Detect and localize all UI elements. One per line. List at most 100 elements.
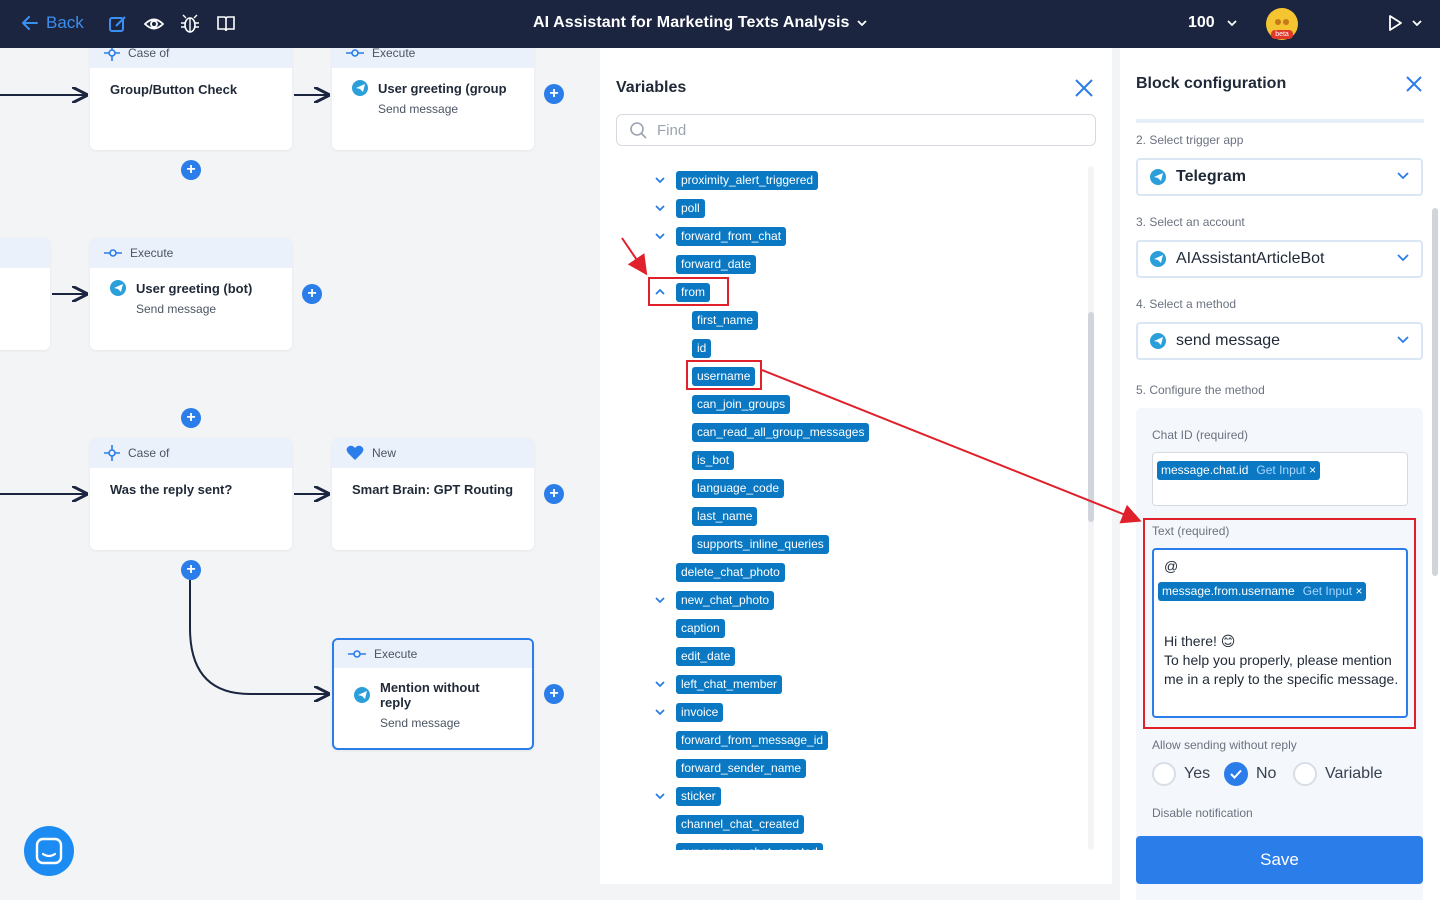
chevron-up-icon[interactable] bbox=[654, 286, 666, 298]
add-step-button[interactable]: + bbox=[544, 484, 564, 504]
chevron-down-icon[interactable] bbox=[654, 594, 666, 606]
variable-tag[interactable]: delete_chat_photo bbox=[676, 562, 785, 582]
trigger-app-select[interactable]: Telegram bbox=[1136, 158, 1423, 196]
scrollbar[interactable] bbox=[1088, 312, 1094, 522]
variable-item[interactable]: forward_from_chat bbox=[676, 226, 787, 246]
variable-item[interactable]: invoice bbox=[676, 702, 724, 722]
variable-tag[interactable]: poll bbox=[676, 198, 705, 218]
chevron-down-icon[interactable] bbox=[654, 174, 666, 186]
variable-item[interactable]: delete_chat_photo bbox=[676, 562, 785, 582]
workflow-title[interactable]: AI Assistant for Marketing Texts Analysi… bbox=[533, 14, 868, 32]
chip-action[interactable]: Get Input bbox=[1302, 584, 1353, 598]
variable-tag[interactable]: channel_chat_created bbox=[676, 814, 805, 834]
variable-item[interactable]: edit_date bbox=[676, 646, 736, 666]
chevron-down-icon[interactable] bbox=[654, 790, 666, 802]
variable-item[interactable]: id bbox=[692, 338, 712, 358]
radio-variable[interactable]: Variable bbox=[1293, 762, 1383, 786]
variable-item[interactable]: poll bbox=[676, 198, 705, 218]
radio-no[interactable]: No bbox=[1224, 762, 1276, 786]
variable-item[interactable]: caption bbox=[676, 618, 725, 638]
scrollbar[interactable] bbox=[1432, 208, 1438, 576]
variable-item[interactable]: supergroup_chat_created bbox=[676, 842, 823, 850]
variable-tag[interactable]: from bbox=[676, 282, 710, 302]
variable-tag[interactable]: caption bbox=[676, 618, 725, 638]
variable-tag[interactable]: is_bot bbox=[692, 450, 735, 470]
chevron-down-icon[interactable] bbox=[654, 202, 666, 214]
variable-item[interactable]: forward_sender_name bbox=[676, 758, 807, 778]
variable-tag[interactable]: can_read_all_group_messages bbox=[692, 422, 870, 442]
variable-tag[interactable]: language_code bbox=[692, 478, 785, 498]
variable-item[interactable]: first_name bbox=[692, 310, 759, 330]
variable-item[interactable]: from bbox=[676, 282, 710, 302]
workflow-node[interactable]: Case of Was the reply sent? bbox=[90, 438, 292, 550]
variable-tag[interactable]: username bbox=[692, 366, 756, 386]
variable-tag[interactable]: sticker bbox=[676, 786, 721, 806]
variable-item[interactable]: last_name bbox=[692, 506, 758, 526]
variable-tag[interactable]: can_join_groups bbox=[692, 394, 791, 414]
variables-search[interactable] bbox=[616, 114, 1096, 146]
variable-item[interactable]: left_chat_member bbox=[676, 674, 783, 694]
save-button[interactable]: Save bbox=[1136, 836, 1423, 884]
remove-icon[interactable]: × bbox=[1355, 584, 1363, 598]
variable-item[interactable]: new_chat_photo bbox=[676, 590, 775, 610]
variable-tag[interactable]: forward_sender_name bbox=[676, 758, 807, 778]
variable-tag[interactable]: first_name bbox=[692, 310, 759, 330]
account-select[interactable]: AIAssistantArticleBot bbox=[1136, 240, 1423, 278]
variable-item[interactable]: sticker bbox=[676, 786, 721, 806]
variable-tag[interactable]: id bbox=[692, 338, 712, 358]
variable-item[interactable]: username bbox=[692, 366, 756, 386]
zoom-select[interactable]: 100 bbox=[1188, 14, 1237, 32]
variable-tag[interactable]: invoice bbox=[676, 702, 724, 722]
book-icon[interactable] bbox=[216, 14, 236, 34]
chevron-down-icon[interactable] bbox=[654, 706, 666, 718]
variable-tag[interactable]: forward_from_chat bbox=[676, 226, 787, 246]
run-button[interactable] bbox=[1388, 15, 1422, 31]
bug-icon[interactable] bbox=[180, 14, 200, 34]
variable-tag[interactable]: proximity_alert_triggered bbox=[676, 170, 819, 190]
variable-tag[interactable]: edit_date bbox=[676, 646, 736, 666]
chevron-down-icon[interactable] bbox=[654, 230, 666, 242]
variable-item[interactable]: can_join_groups bbox=[692, 394, 791, 414]
edit-icon[interactable] bbox=[108, 14, 128, 34]
chip-action[interactable]: Get Input bbox=[1256, 463, 1306, 477]
add-step-button[interactable]: + bbox=[544, 84, 564, 104]
eye-icon[interactable] bbox=[144, 14, 164, 34]
variable-item[interactable]: channel_chat_created bbox=[676, 814, 805, 834]
variable-tag[interactable]: last_name bbox=[692, 506, 758, 526]
variable-item[interactable]: is_bot bbox=[692, 450, 735, 470]
variable-tag[interactable]: supports_inline_queries bbox=[692, 534, 829, 554]
workflow-node[interactable]: Execute User greeting (group Send messag… bbox=[332, 48, 534, 150]
add-step-button[interactable]: + bbox=[181, 408, 201, 428]
variable-tag[interactable]: supergroup_chat_created bbox=[676, 842, 823, 850]
radio-yes[interactable]: Yes bbox=[1152, 762, 1210, 786]
add-step-button[interactable]: + bbox=[302, 284, 322, 304]
variable-item[interactable]: language_code bbox=[692, 478, 785, 498]
back-button[interactable]: Back bbox=[22, 13, 84, 33]
variable-tag[interactable]: new_chat_photo bbox=[676, 590, 775, 610]
variable-item[interactable]: can_read_all_group_messages bbox=[692, 422, 870, 442]
chevron-down-icon[interactable] bbox=[654, 678, 666, 690]
variable-item[interactable]: proximity_alert_triggered bbox=[676, 170, 819, 190]
add-step-button[interactable]: + bbox=[181, 160, 201, 180]
workflow-node-selected[interactable]: Execute Mention without reply Send messa… bbox=[332, 638, 534, 750]
add-step-button[interactable]: + bbox=[181, 560, 201, 580]
add-step-button[interactable]: + bbox=[544, 684, 564, 704]
close-icon[interactable] bbox=[1406, 76, 1422, 92]
avatar[interactable]: beta bbox=[1266, 8, 1298, 40]
variable-tag[interactable]: left_chat_member bbox=[676, 674, 783, 694]
search-input[interactable] bbox=[657, 121, 1057, 139]
remove-icon[interactable]: × bbox=[1309, 463, 1317, 477]
workflow-node[interactable]: New Smart Brain: GPT Routing bbox=[332, 438, 534, 550]
method-select[interactable]: send message bbox=[1136, 322, 1423, 360]
workflow-node-partial[interactable] bbox=[0, 238, 50, 350]
variable-item[interactable]: forward_from_message_id bbox=[676, 730, 829, 750]
variable-item[interactable]: forward_date bbox=[676, 254, 757, 274]
workflow-node[interactable]: Case of Group/Button Check bbox=[90, 48, 292, 150]
support-chat-button[interactable] bbox=[24, 826, 74, 876]
close-icon[interactable] bbox=[1074, 78, 1094, 98]
variable-item[interactable]: supports_inline_queries bbox=[692, 534, 829, 554]
